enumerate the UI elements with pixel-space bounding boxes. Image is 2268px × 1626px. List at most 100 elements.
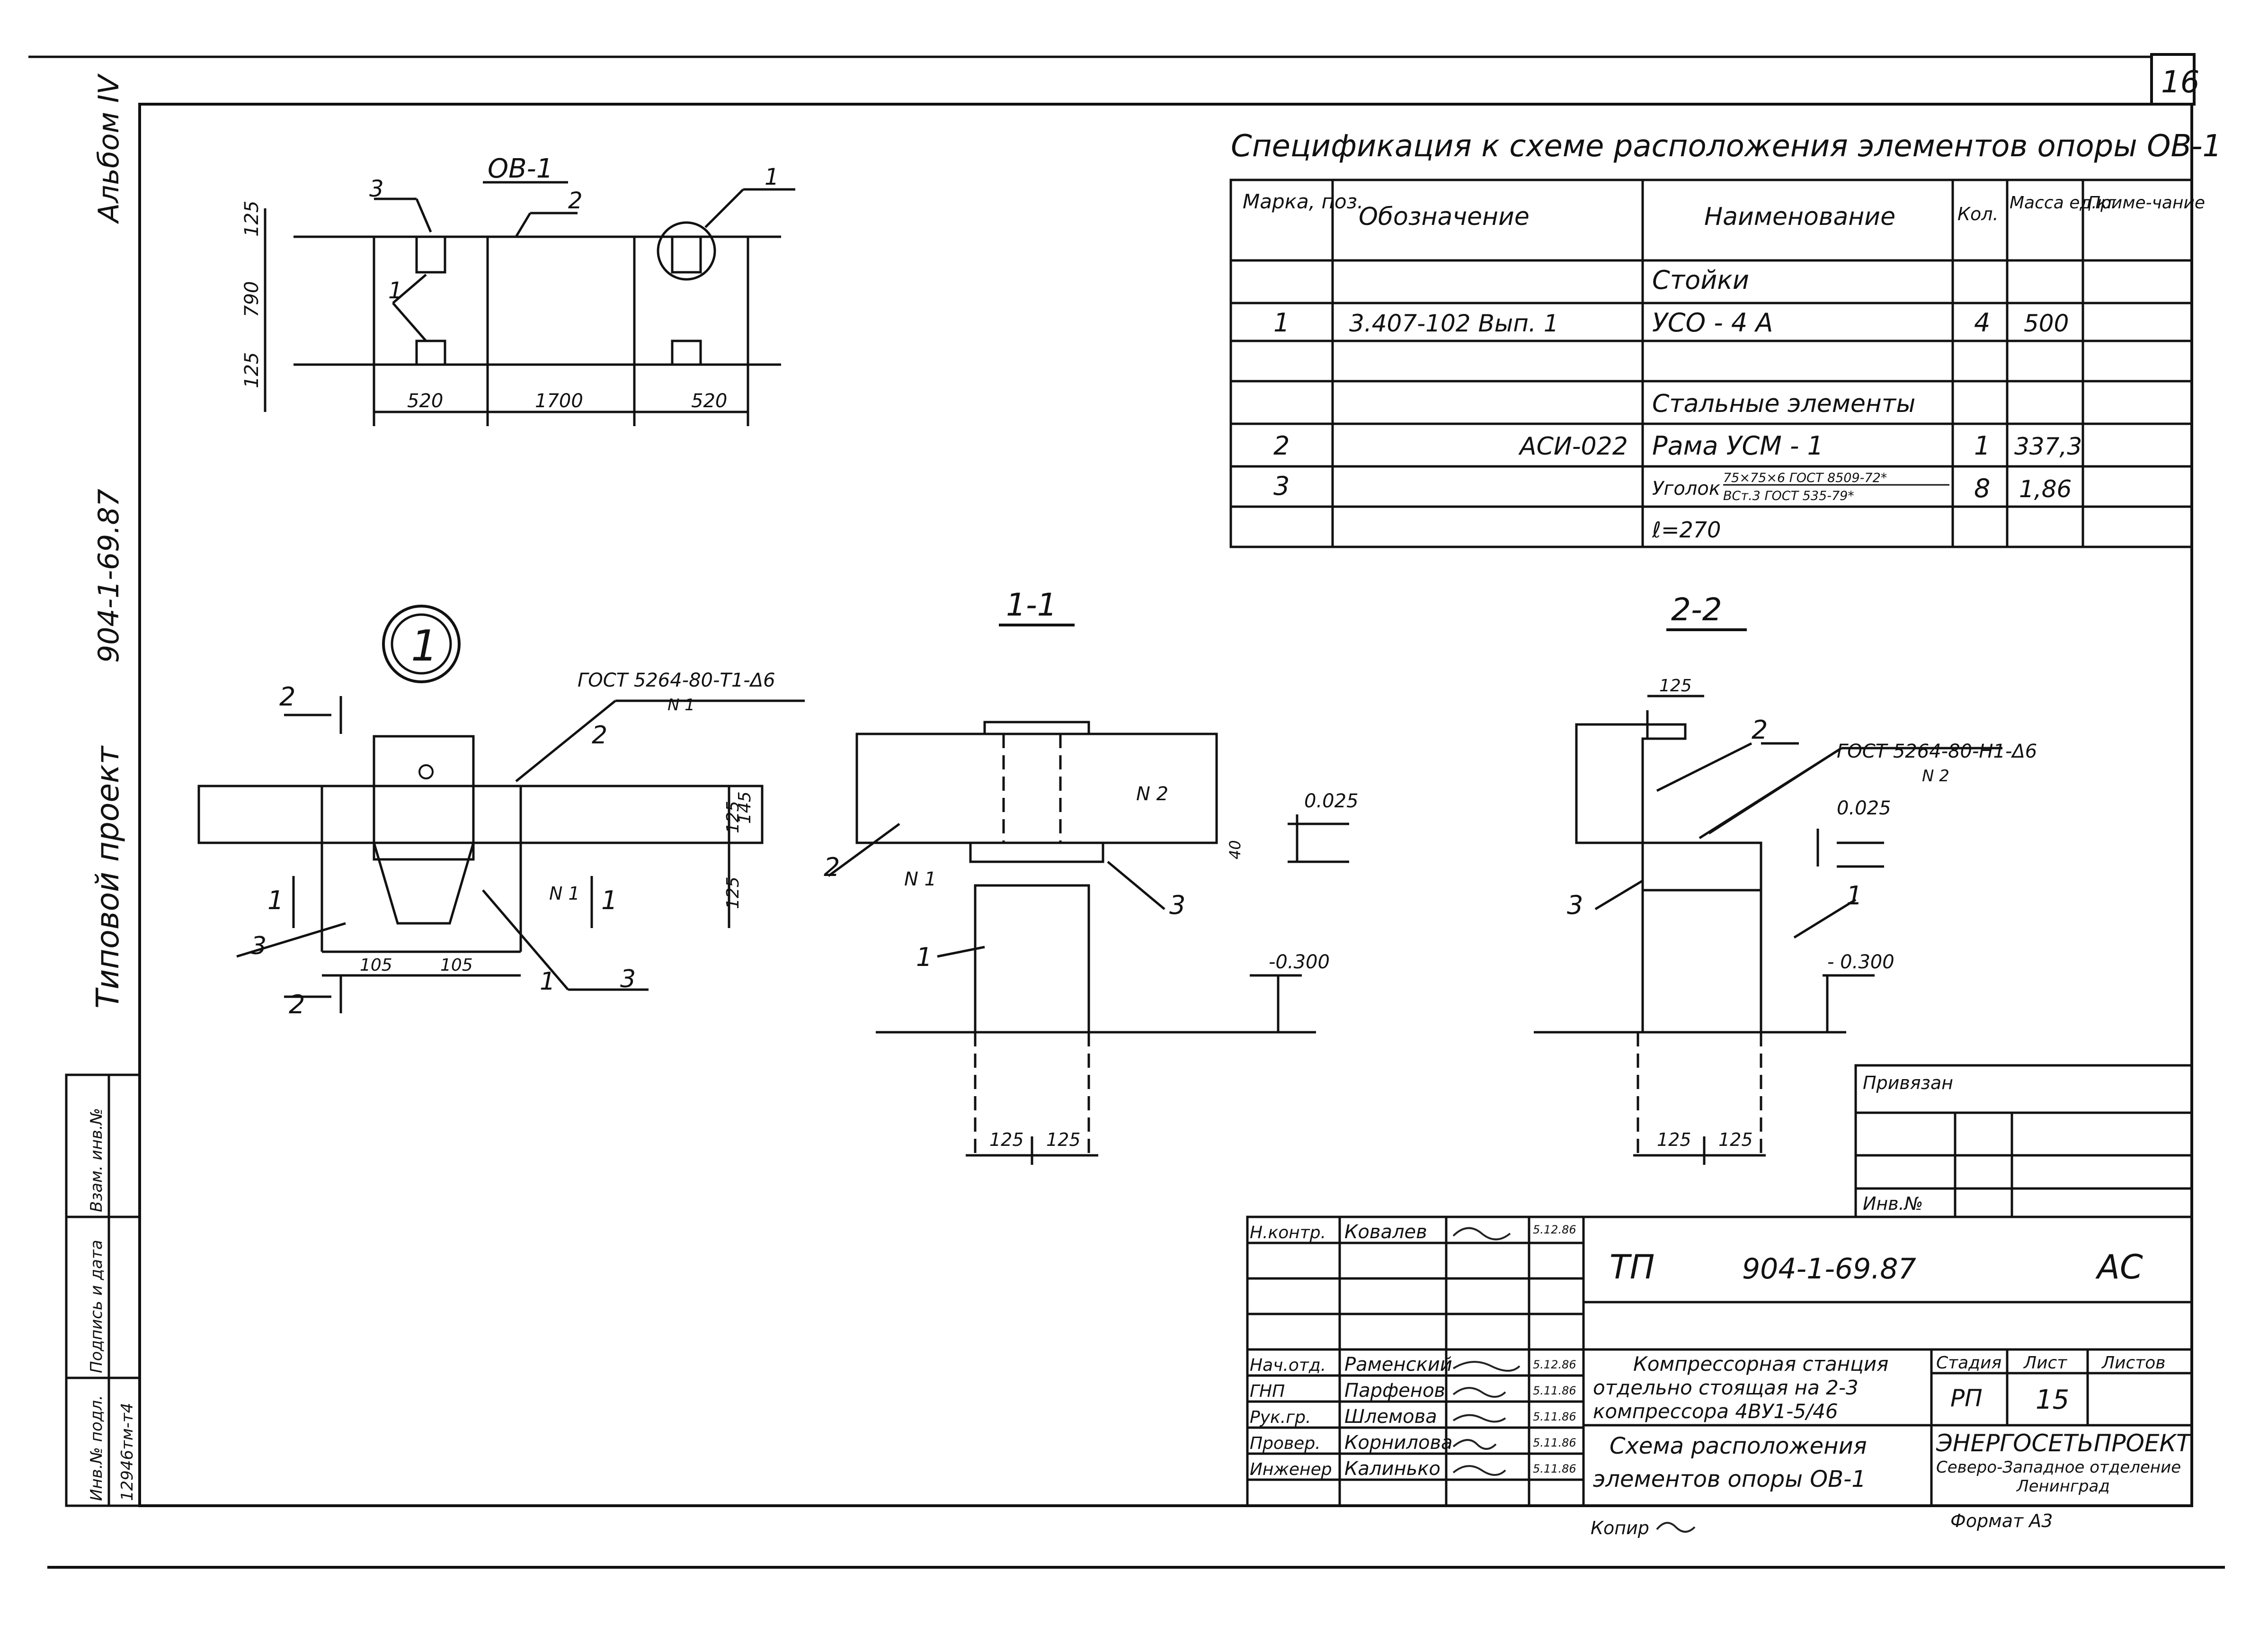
spec-row-designation: 3.407-102 Вып. 1 [1349,310,1559,337]
section11-callout-n2: N 2 [1136,783,1168,805]
spec-header-qty: Кол. [1957,204,1999,224]
binding-inv: Инв.№ [1863,1193,1923,1214]
binding-block: Привязан Инв.№ [1854,1064,2193,1218]
spec-row-mark: 3 [1273,471,1290,501]
plan-dim-h3: 520 [691,390,727,412]
title-code-suffix: АС [2095,1248,2143,1287]
section22-weld: ГОСТ 5264-80-Н1-Δ6 [1837,741,2037,762]
signer-name: Ковалев [1344,1221,1427,1243]
plan-title: ОВ-1 [488,153,553,184]
spec-row-qty: 8 [1974,474,1990,503]
section11-dim-40: 40 [1226,840,1244,859]
sheets-label: Листов [2101,1353,2165,1373]
stamp-sign-date: Подпись и дата [87,1240,106,1373]
project-code-side: 904-1-69.87 [92,489,125,663]
signer-date: 5.11.86 [1533,1384,1576,1397]
node1-callout-3b: 3 [620,965,636,993]
section22-level-top: 0.025 [1837,797,1891,819]
node1-dim-125b: 125 [723,876,743,909]
section11-dim-125b: 125 [1046,1129,1081,1150]
spec-row-qty: 1 [1974,431,1990,461]
object-line2: отдельно стоящая на 2-3 [1593,1376,1859,1399]
signer-role: Нач.отд. [1250,1356,1326,1375]
spec-header-designation: Обозначение [1359,203,1530,231]
signature-mark [1452,1227,1511,1241]
footer-copied: Копир [1591,1518,1649,1538]
spec-table: Спецификация к схеме расположения элемен… [1229,129,2222,548]
signature-mark [1452,1387,1506,1398]
spec-row-mark: 1 [1273,308,1290,338]
sheet-number: 16 [2161,65,2199,100]
signer-name: Калинько [1344,1458,1441,1480]
signature-mark [1452,1361,1521,1372]
signer-name: Корнилова [1344,1432,1453,1454]
signer-date: 5.12.86 [1533,1358,1576,1371]
node-marker: 1 [411,621,438,671]
signer-role: Рук.гр. [1250,1408,1311,1427]
plan-callout-3: 3 [369,176,384,202]
spec-row-qty: 4 [1974,308,1990,338]
section11-callout-n1: N 1 [904,868,936,890]
left-stamp-box [65,1073,141,1507]
signer-date: 5.12.86 [1533,1223,1576,1236]
sheet-value: 15 [2036,1385,2069,1415]
signer-role: Н.контр. [1250,1223,1326,1242]
spec-header-note: Приме-чание [2088,193,2205,213]
signature-mark [1452,1465,1506,1476]
node1-weld: ГОСТ 5264-80-Т1-Δ6 [578,670,775,691]
node1-dim-145: 145 [735,791,755,824]
plan-dim-v1: 125 [241,201,263,237]
typical-project-label: Типовой проект [89,745,126,1009]
plan-dim-h2: 1700 [535,390,583,412]
signer-name: Шлемова [1344,1406,1437,1428]
node1-section-2a: 2 [279,682,295,712]
section11-callout-2: 2 [824,852,840,882]
node1-callout-n1: N 1 [549,883,580,904]
section-1-1: 1-1 N 2 N 1 2 3 1 0.025 [824,587,1359,1165]
copier-signature [1656,1522,1696,1533]
spec-row-name: ℓ=270 [1652,517,1721,543]
plan-callout-2: 2 [568,188,583,214]
node1-callout-1: 1 [540,967,555,996]
section11-level-top: 0.025 [1304,790,1359,812]
spec-header-name: Наименование [1704,203,1895,231]
signature-mark [1452,1439,1497,1450]
plan-view: ОВ-1 3 2 1 1 125 [241,153,795,426]
node-1-detail: 1 ГОСТ 5264-80-Т1-Δ6 N 1 2 2 1 [197,605,805,1019]
stage-value: РП [1950,1385,1983,1412]
object-line3: компрессора 4ВУ1-5/46 [1593,1400,1838,1423]
spec-header-mark: Марка, поз. [1243,190,1363,213]
node1-section-2b: 2 [289,990,305,1019]
spec-angle-top: 75×75×6 ГОСТ 8509-72* [1723,471,1887,485]
node1-dim-105a: 105 [360,956,392,975]
signature-mark [1452,1414,1506,1423]
stamp-replace-inv: Взам. инв.№ [87,1108,106,1212]
signer-date: 5.11.86 [1533,1436,1576,1449]
signer-role: Инженер [1250,1460,1332,1479]
spec-row-name: Уголок [1652,478,1720,500]
spec-row-name: Стойки [1652,265,1749,295]
section11-title: 1-1 [1006,587,1057,623]
title-block: Н.контр. Ковалев 5.12.86 Нач.отд. Раменс… [1246,1215,2193,1507]
spec-row-mass: 500 [2024,310,2069,337]
spec-header-mass: Масса ед.кг [2010,193,2117,213]
spec-row-mass: 337,3 [2014,433,2082,460]
node1-section-1a: 1 [267,885,284,915]
footer-format: Формат А3 [1950,1510,2053,1531]
plan-callout-1b: 1 [388,277,403,304]
spec-row-name: Стальные элементы [1652,390,1915,418]
title-code: 904-1-69.87 [1742,1252,1916,1286]
section11-callout-3: 3 [1169,890,1185,920]
signer-name: Раменский [1344,1354,1452,1376]
drawing-frame [138,103,2193,1507]
stamp-inv-value: 12946тм-т4 [118,1403,137,1501]
signer-role: ГНП [1250,1382,1285,1401]
sheet-title-line1: Схема расположения [1610,1433,1867,1459]
node1-weld-n: N 1 [667,696,695,715]
spec-row-designation: АСИ-022 [1518,432,1628,461]
section11-level-bottom: -0.300 [1269,951,1330,973]
signer-role: Провер. [1250,1434,1321,1453]
title-code-prefix: ТП [1610,1248,1654,1287]
node1-section-1b: 1 [601,885,617,915]
spec-row-name: УСО - 4 А [1652,308,1773,338]
